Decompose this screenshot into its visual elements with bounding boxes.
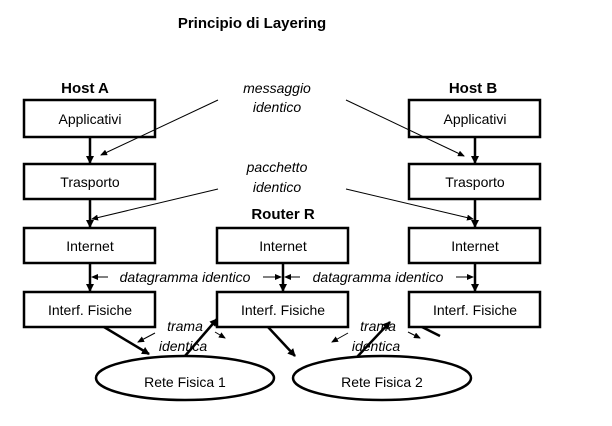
host-a-stack: Applicativi Trasporto Internet Interf. F…	[22, 98, 157, 329]
host-a-label: Host A	[61, 80, 109, 97]
layer-label: Interf. Fisiche	[433, 302, 517, 318]
datagram-label: datagramma identico	[313, 269, 444, 285]
datagram-annotation-right: datagramma identico	[284, 269, 474, 285]
layer-label: Applicativi	[58, 111, 121, 127]
layer-label: Internet	[259, 238, 307, 254]
layer-box	[407, 162, 542, 201]
datagram-label: datagramma identico	[120, 269, 251, 285]
layer-label: Trasporto	[445, 174, 505, 190]
frame-annotation-1a: trama	[167, 318, 203, 334]
datagram-annotation-left: datagramma identico	[91, 269, 282, 285]
diagram-title: Principio di Layering	[178, 15, 326, 32]
packet-arrow-left	[91, 188, 219, 221]
layer-label: Internet	[66, 238, 114, 254]
message-arrow-right	[345, 99, 465, 157]
frame-arrow	[137, 332, 156, 343]
packet-arrow-right	[345, 188, 474, 221]
host-b-stack: Applicativi Trasporto Internet Interf. F…	[407, 98, 542, 329]
layer-box	[215, 290, 350, 329]
frame-annotation-1b: identica	[159, 338, 207, 354]
frame-annotation-2b: identica	[352, 338, 400, 354]
layer-label: Applicativi	[443, 111, 506, 127]
frame-arrow	[214, 331, 226, 339]
arrow-router-to-net2	[267, 326, 296, 357]
router-r-label: Router R	[251, 206, 315, 223]
frame-annotation-2a: trama	[360, 318, 396, 334]
layer-box	[407, 290, 542, 329]
host-b-label: Host B	[449, 80, 498, 97]
layer-box	[407, 226, 542, 265]
layer-label: Interf. Fisiche	[48, 302, 132, 318]
layer-box	[407, 98, 542, 139]
layer-label: Interf. Fisiche	[241, 302, 325, 318]
network-1-label: Rete Fisica 1	[144, 374, 226, 390]
layer-box	[22, 290, 157, 329]
arrow-net2-to-b	[356, 321, 391, 358]
layer-label: Trasporto	[60, 174, 120, 190]
connector	[421, 325, 441, 338]
arrow-a-fis-to-net1	[103, 325, 150, 356]
layer-box	[22, 162, 157, 201]
layer-box	[22, 226, 157, 265]
message-arrow-left	[100, 99, 219, 156]
router-r-stack: Internet Interf. Fisiche	[215, 226, 350, 329]
arrow-net1-to-router	[184, 318, 218, 357]
layer-box	[22, 98, 157, 139]
physical-network-2	[291, 354, 473, 402]
layer-label: Internet	[451, 238, 499, 254]
message-annotation-1: messaggio	[243, 80, 311, 96]
message-annotation-2: identico	[253, 99, 301, 115]
packet-annotation-2: identico	[253, 179, 301, 195]
packet-annotation-1: pacchetto	[246, 159, 308, 175]
frame-arrow	[331, 332, 349, 343]
network-2-label: Rete Fisica 2	[341, 374, 423, 390]
frame-arrow	[407, 331, 421, 339]
layer-box	[215, 226, 350, 265]
